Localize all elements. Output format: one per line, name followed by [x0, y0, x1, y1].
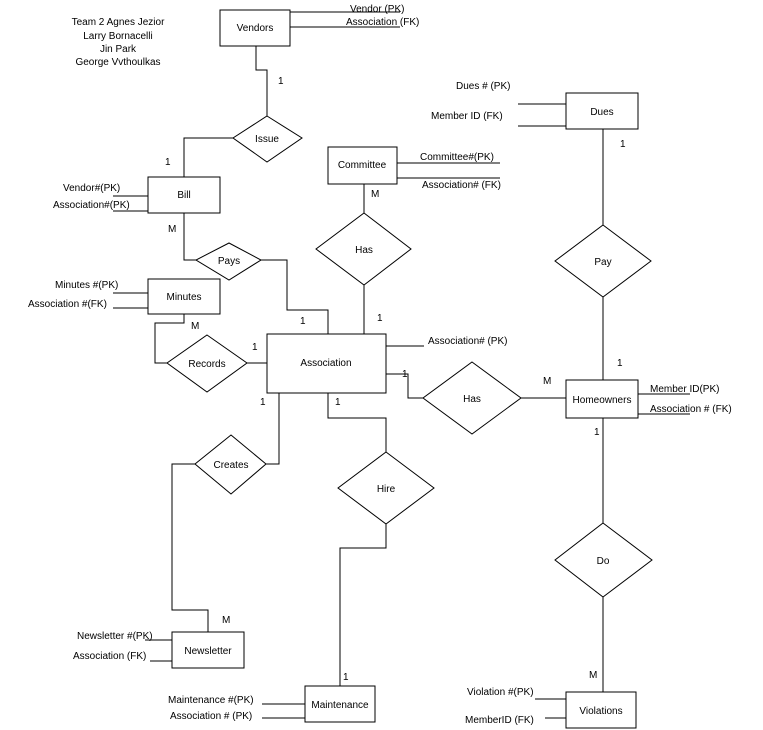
relationship-pays-label: Pays: [218, 256, 240, 267]
relationship-pays[interactable]: Pays: [194, 242, 262, 281]
relationship-has-homeowners[interactable]: Has: [422, 361, 522, 435]
line-issue-bill: [183, 137, 233, 177]
card-issue-bill: 1: [165, 157, 171, 168]
line-hire-maintenance: [339, 524, 387, 686]
card-has-assoc: 1: [377, 313, 383, 324]
line-association-hire: [327, 393, 387, 452]
attr-committee-pk: Committee#(PK): [420, 152, 494, 163]
connector-lines: [113, 11, 690, 719]
relationship-creates[interactable]: Creates: [194, 434, 267, 495]
entity-vendors[interactable]: Vendors: [219, 9, 291, 47]
attr-maint-assoc: Association # (PK): [170, 711, 252, 722]
card-has-home: M: [543, 376, 551, 387]
card-do-viol: M: [589, 670, 597, 681]
line-association-creates: [266, 393, 280, 465]
entity-maintenance-label: Maintenance: [311, 700, 369, 711]
entity-committee[interactable]: Committee: [327, 146, 398, 185]
card-bill-pays: M: [168, 224, 176, 235]
relationship-records-label: Records: [188, 359, 225, 370]
entity-association-label: Association: [300, 358, 351, 369]
line-bill-pays: [183, 213, 196, 261]
relationship-creates-label: Creates: [213, 460, 248, 471]
entity-violations[interactable]: Violations: [565, 691, 637, 729]
relationship-has-committee[interactable]: Has: [315, 212, 412, 286]
relationship-issue-label: Issue: [255, 134, 279, 145]
attr-bill-vendor: Vendor#(PK): [63, 183, 120, 194]
entity-newsletter[interactable]: Newsletter: [171, 631, 245, 669]
line-vendors-issue: [255, 46, 268, 116]
attr-viol-pk: Violation #(PK): [467, 687, 534, 698]
line-pays-association: [261, 259, 329, 334]
entity-minutes-label: Minutes: [166, 292, 201, 303]
attr-association-pk: Association# (PK): [428, 336, 507, 347]
relationship-issue[interactable]: Issue: [232, 115, 303, 163]
card-hire-maint: 1: [343, 672, 349, 683]
team-line-2: Larry Bornacelli: [83, 31, 152, 42]
attr-bill-assoc: Association#(PK): [53, 200, 130, 211]
card-dues-pay: 1: [620, 139, 626, 150]
card-assoc-hire: 1: [335, 397, 341, 408]
relationship-do[interactable]: Do: [554, 522, 653, 598]
line-association-has-home: [386, 373, 423, 399]
entity-vendors-label: Vendors: [237, 23, 274, 34]
entity-violations-label: Violations: [579, 706, 622, 717]
attr-viol-member: MemberID (FK): [465, 715, 534, 726]
relationship-pay[interactable]: Pay: [554, 224, 652, 298]
attr-dues-member: Member ID (FK): [431, 111, 503, 122]
card-records-assoc: 1: [252, 342, 258, 353]
relationship-pay-label: Pay: [594, 257, 611, 268]
team-line-3: Jin Park: [100, 44, 137, 55]
card-minutes-records: M: [191, 321, 199, 332]
attr-maint-pk: Maintenance #(PK): [168, 695, 254, 706]
card-assoc-creates: 1: [260, 397, 266, 408]
entity-minutes[interactable]: Minutes: [147, 278, 221, 315]
card-committee-has: M: [371, 189, 379, 200]
entity-committee-label: Committee: [338, 160, 387, 171]
relationship-has-committee-label: Has: [355, 245, 373, 256]
entity-association[interactable]: Association: [266, 333, 387, 394]
attr-home-assoc: Association # (FK): [650, 404, 732, 415]
entity-homeowners[interactable]: Homeowners: [565, 379, 639, 419]
line-creates-newsletter: [171, 463, 209, 632]
entity-dues[interactable]: Dues: [565, 92, 639, 130]
card-home-do: 1: [594, 427, 600, 438]
attr-news-assoc: Association (FK): [73, 651, 146, 662]
line-minutes-records: [154, 314, 185, 364]
entity-bill-label: Bill: [177, 190, 190, 201]
card-vendors-issue: 1: [278, 76, 284, 87]
entity-maintenance[interactable]: Maintenance: [304, 685, 376, 723]
attr-dues-pk: Dues # (PK): [456, 81, 510, 92]
card-pays-assoc: 1: [300, 316, 306, 327]
entity-bill[interactable]: Bill: [147, 176, 221, 214]
attr-home-member: Member ID(PK): [650, 384, 719, 395]
team-line-1: Team 2 Agnes Jezior: [72, 17, 165, 28]
attr-committee-assoc: Association# (FK): [422, 180, 501, 191]
attr-vendor-pk: Vendor (PK): [350, 4, 404, 15]
relationship-hire[interactable]: Hire: [337, 451, 435, 525]
attr-minutes-pk: Minutes #(PK): [55, 280, 118, 291]
relationship-hire-label: Hire: [377, 484, 396, 495]
card-assoc-has-home: 1: [402, 369, 408, 380]
attr-vendor-assoc: Association (FK): [346, 17, 419, 28]
entity-newsletter-label: Newsletter: [184, 646, 232, 657]
card-pay-home: 1: [617, 358, 623, 369]
card-creates-news: M: [222, 615, 230, 626]
relationship-has-homeowners-label: Has: [463, 394, 481, 405]
entity-homeowners-label: Homeowners: [573, 395, 632, 406]
attr-minutes-assoc: Association #(FK): [28, 299, 107, 310]
attr-news-pk: Newsletter #(PK): [77, 631, 153, 642]
relationship-records[interactable]: Records: [166, 334, 248, 393]
entity-dues-label: Dues: [590, 107, 613, 118]
team-line-4: George Vvthoulkas: [75, 57, 160, 68]
relationship-do-label: Do: [597, 556, 610, 567]
